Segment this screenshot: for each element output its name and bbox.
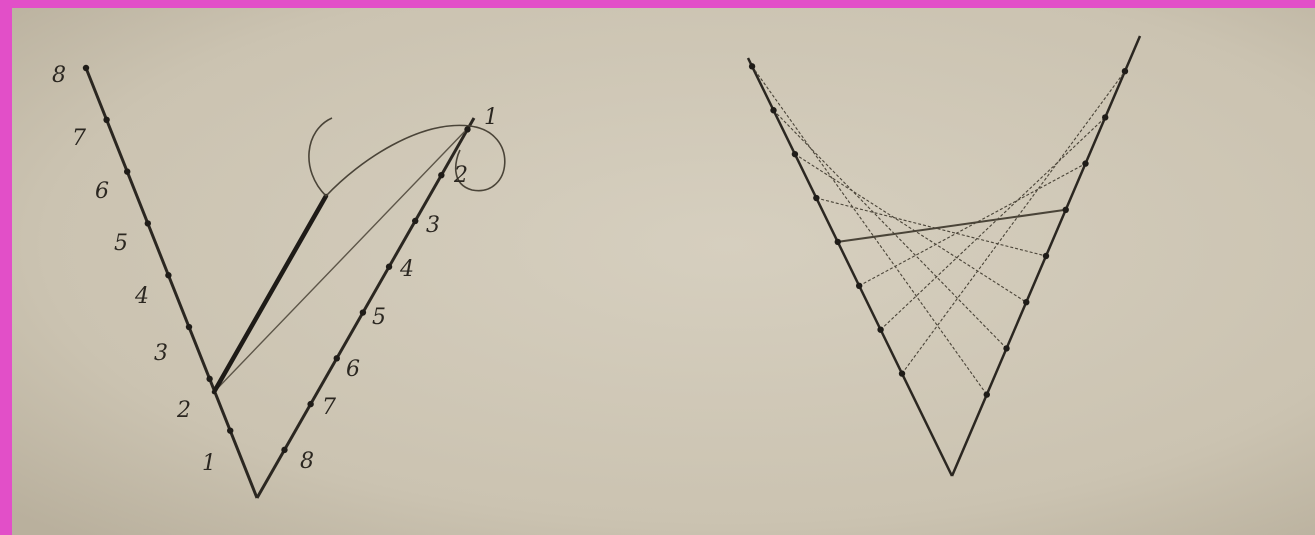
left-arm-dot [749,63,755,69]
left-arm-dot [835,239,841,245]
right-arm-label: 8 [300,449,314,474]
right-arm-dot [281,447,287,453]
left-arm-dot [83,65,89,71]
right-arm-dot [1023,299,1029,305]
right-arm-label: 3 [426,213,440,238]
left-arm-label: 3 [154,341,168,366]
left-arm-dot [792,151,798,157]
left-arm-dot [770,107,776,113]
left-arm-label: 8 [52,63,66,88]
left-arm-label: 1 [202,451,216,476]
left-arm-label: 4 [134,284,149,309]
right-arm-dot [334,355,340,361]
right-arm-dot [1063,207,1069,213]
right-arm-dot [464,126,470,132]
left-arm-dot [103,117,109,123]
right-arm-dot [412,218,418,224]
right-arm-dot [307,401,313,407]
left-arm-label: 2 [176,398,191,423]
left-arm-label: 7 [72,126,86,151]
right-arm-dot [386,264,392,270]
right-arm-dot [1082,160,1088,166]
right-arm-dot [1043,253,1049,259]
left-arm-label: 5 [114,231,128,256]
right-arm-label: 5 [372,305,386,330]
left-arm-dot [877,327,883,333]
right-arm-dot [1003,345,1009,351]
right-arm-label: 7 [322,395,336,420]
left-arm-dot [856,283,862,289]
right-arm-dot [1122,68,1128,74]
right-arm-dot [1102,114,1108,120]
left-arm-dot [899,370,905,376]
left-arm-dot [206,376,212,382]
left-arm-dot [165,272,171,278]
right-arm-label: 1 [484,105,498,130]
left-arm-dot [186,324,192,330]
left-arm-label: 6 [95,179,109,204]
left-arm-dot [124,168,130,174]
right-arm-label: 2 [453,163,468,188]
left-arm-dot [813,195,819,201]
right-arm-dot [360,309,366,315]
right-arm-label: 4 [399,257,414,282]
left-arm-dot [145,220,151,226]
right-arm-dot [438,172,444,178]
right-arm-dot [984,391,990,397]
left-arm-dot [227,427,233,433]
right-arm-label: 6 [346,357,360,382]
